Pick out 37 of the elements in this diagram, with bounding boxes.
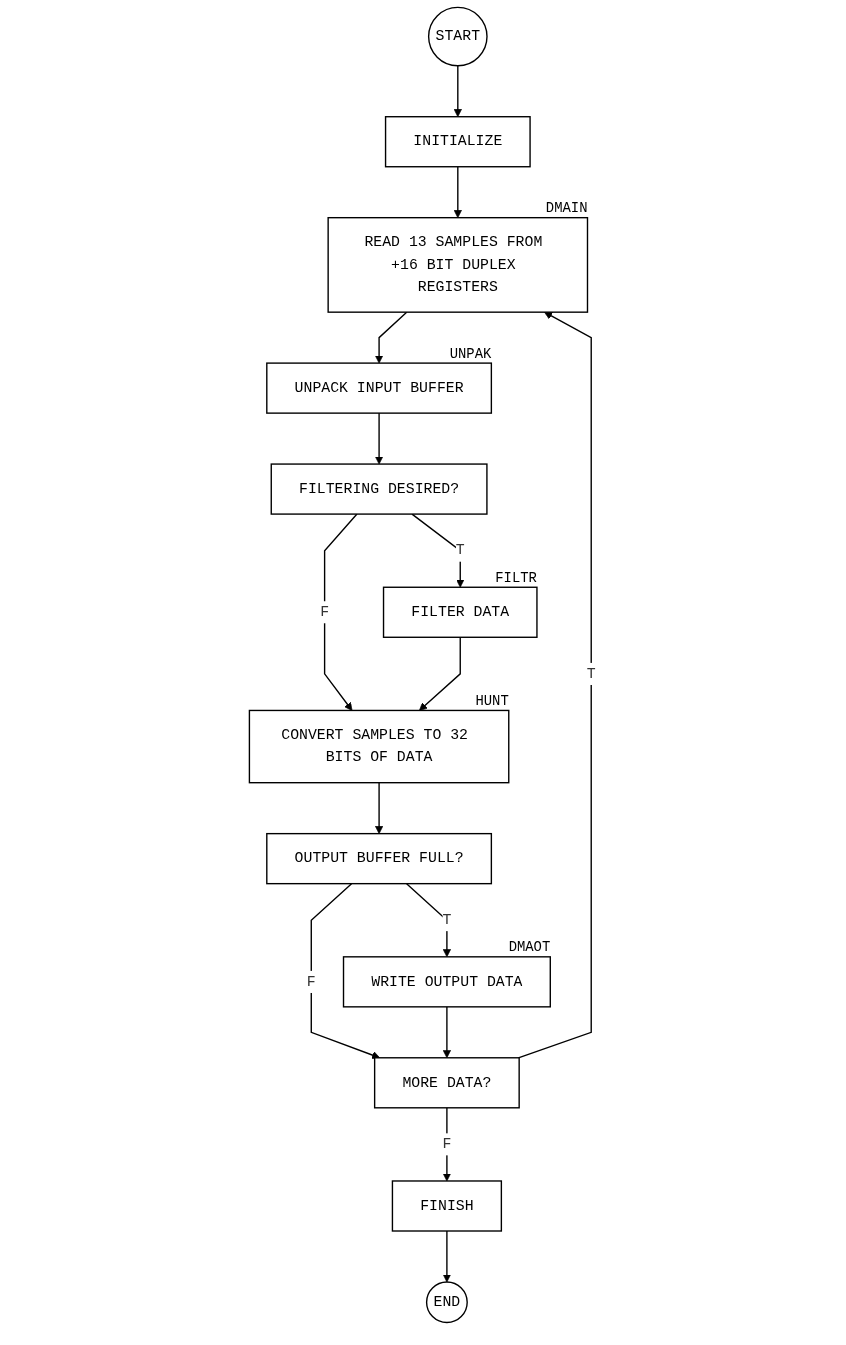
arrow — [419, 636, 462, 711]
node-circle: END — [426, 1281, 469, 1324]
node-box: FINISH — [392, 1180, 503, 1232]
node-box: MORE DATA? — [374, 1057, 521, 1109]
node-circle: START — [428, 6, 489, 67]
node-box: WRITE OUTPUT DATA — [343, 956, 552, 1008]
arrow — [324, 513, 359, 711]
arrow — [443, 1107, 452, 1182]
node-box: OUTPUT BUFFER FULL? — [266, 832, 493, 885]
node-box: FILTER DATA — [383, 586, 539, 638]
routine-name: HUNT — [475, 692, 510, 709]
arrow — [443, 1006, 452, 1059]
arrow — [375, 311, 408, 364]
node-box: CONVERT SAMPLES TO 32 BITS OF DATA — [249, 709, 510, 784]
routine-name: UNPAK — [450, 345, 492, 362]
edge-label: T — [442, 911, 452, 929]
arrow — [454, 65, 463, 118]
edge-label: F — [320, 603, 330, 621]
edge-label: T — [456, 542, 466, 560]
arrow — [411, 513, 465, 588]
edge-label: F — [442, 1136, 452, 1153]
routine-name: DMAIN — [546, 200, 588, 217]
arrow — [311, 882, 381, 1060]
routine-name: DMAOT — [509, 939, 551, 956]
node-box: UNPACK INPUT BUFFER — [266, 362, 493, 414]
arrow — [454, 166, 463, 219]
arrow — [375, 782, 384, 834]
routine-name: FILTR — [495, 569, 538, 586]
arrow — [443, 1230, 452, 1283]
arrow — [518, 311, 593, 1059]
node-box: INITIALIZE — [385, 116, 532, 168]
edge-label: T — [587, 665, 597, 683]
node-box: READ 13 SAMPLES FROM +16 BIT DUPLEX REGISTERS — [327, 217, 589, 313]
arrow — [406, 882, 452, 958]
edge-label: F — [307, 973, 317, 991]
node-box: FILTERING DESIRED? — [271, 463, 489, 515]
arrow — [375, 412, 384, 465]
